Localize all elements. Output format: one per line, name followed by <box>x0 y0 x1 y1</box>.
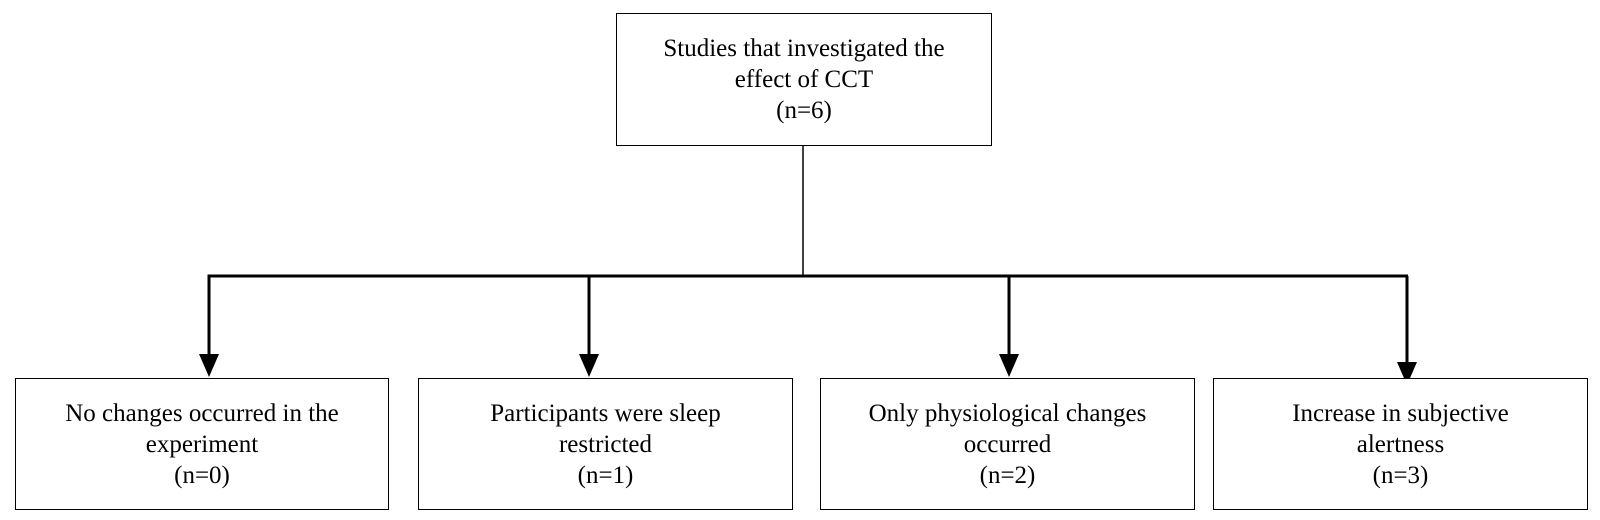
arrowhead-2 <box>999 354 1019 377</box>
child-node-line2: restricted <box>558 430 652 458</box>
child-node-line1: Participants were sleep <box>490 399 721 427</box>
child-node-count: (n=1) <box>577 461 634 489</box>
child-node-line1: Only physiological changes <box>868 399 1147 427</box>
child-node-line2: occurred <box>963 430 1052 458</box>
child-node-line1: Increase in subjective <box>1292 399 1509 427</box>
arrowhead-3 <box>1397 362 1417 385</box>
arrowhead-1 <box>579 354 599 377</box>
child-node-physiological-changes: Only physiological changes occurred (n=2… <box>820 378 1195 510</box>
child-node-count: (n=2) <box>979 461 1036 489</box>
child-node-count: (n=0) <box>174 461 230 489</box>
root-node-line1: Studies that investigated the <box>663 35 945 62</box>
child-node-line2: alertness <box>1356 430 1445 458</box>
child-node-line1: No changes occurred in the <box>65 399 339 427</box>
arrowhead-0 <box>199 354 219 377</box>
child-node-line2: experiment <box>145 430 259 458</box>
child-node-count: (n=3) <box>1372 461 1429 489</box>
child-node-subjective-alertness: Increase in subjective alertness (n=3) <box>1213 378 1588 510</box>
child-node-no-changes: No changes occurred in the experiment (n… <box>15 378 389 510</box>
root-node-line2: effect of CCT <box>734 66 874 93</box>
root-node-box: Studies that investigated the effect of … <box>616 13 992 146</box>
root-node-count: (n=6) <box>776 97 832 124</box>
child-node-sleep-restricted: Participants were sleep restricted (n=1) <box>418 378 793 510</box>
